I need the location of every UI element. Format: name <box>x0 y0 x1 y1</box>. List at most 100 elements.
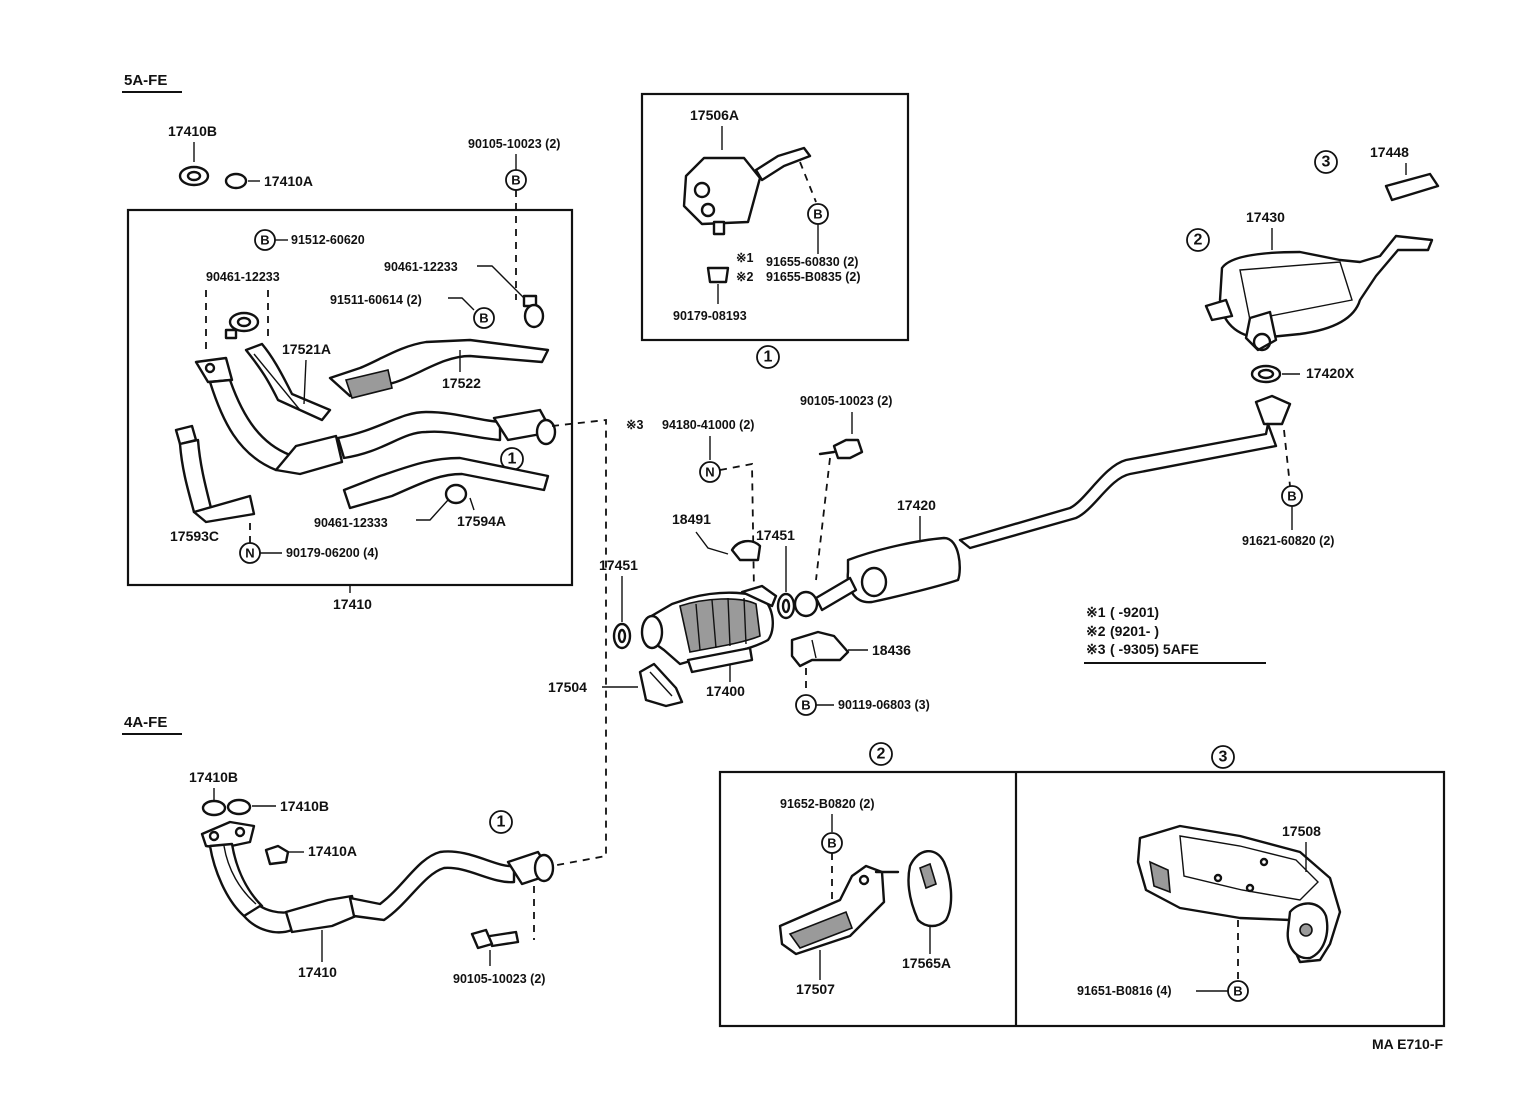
label-18436: 18436 <box>872 642 911 658</box>
lower-pipe-main <box>348 850 516 922</box>
callout-1 <box>489 810 513 834</box>
label-90105-top: 90105-10023 (2) <box>468 137 560 151</box>
label-17593c: 17593C <box>170 528 219 544</box>
note-2-text: (9201- ) <box>1110 623 1159 639</box>
heat-insulator-17521a <box>244 342 332 422</box>
label-17451-left: 17451 <box>599 557 638 573</box>
label-17451-right: 17451 <box>756 527 795 543</box>
svg-text:1: 1 <box>764 349 773 366</box>
label-17410b-top: 17410B <box>168 123 217 139</box>
label-17420x: 17420X <box>1306 365 1355 381</box>
label-91655-80835: 91655-B0835 (2) <box>766 270 861 284</box>
note-3-text: ( -9305) 5AFE <box>1110 641 1199 657</box>
svg-text:B: B <box>479 311 488 326</box>
note-1-text: ( -9201) <box>1110 604 1159 620</box>
section-label-4afe: 4A-FE <box>124 714 167 731</box>
connector-line <box>551 418 607 867</box>
clamp-91511 <box>523 303 545 329</box>
note-1-mark: ※1 <box>1086 604 1106 620</box>
svg-text:3: 3 <box>1322 154 1331 171</box>
gasket-17410b-lower-b <box>226 798 252 816</box>
tail-pipe-tip-17448 <box>1384 172 1440 202</box>
callout-3 <box>1314 150 1338 174</box>
main-muffler-17430 <box>1218 234 1434 340</box>
detail-box-1 <box>640 92 910 342</box>
note-2-mark: ※2 <box>1086 623 1106 639</box>
label-90179-06200: 90179-06200 (4) <box>286 546 378 560</box>
label-90461-12333: 90461-12333 <box>314 516 388 530</box>
note-3-mark: ※3 <box>1086 641 1106 657</box>
label-90105-lower: 90105-10023 (2) <box>453 972 545 986</box>
svg-text:B: B <box>511 173 520 188</box>
label-91512: 91512-60620 <box>291 233 365 247</box>
pipe-17593c <box>178 438 214 514</box>
lower-pipe-muffler <box>284 894 358 934</box>
label-17430: 17430 <box>1246 209 1285 225</box>
front-flange-17420 <box>793 590 819 618</box>
gasket-17420x <box>1250 364 1282 384</box>
callout-2 <box>869 742 893 766</box>
gasket-17410b-lower-a <box>201 799 227 817</box>
center-pipe-17420 <box>958 422 1278 550</box>
label-91655-60830: 91655-60830 (2) <box>766 255 858 269</box>
callout-2 <box>1186 228 1210 252</box>
bracket-18436 <box>790 630 850 668</box>
svg-text:B: B <box>1287 489 1296 504</box>
detail-box-2-3 <box>718 770 1446 1028</box>
label-91511: 91511-60614 (2) <box>330 293 422 307</box>
callout-1 <box>756 345 780 369</box>
label-17410-box: 17410 <box>333 596 372 612</box>
svg-text:B: B <box>1233 984 1242 999</box>
label-17410b-lower-b: 17410B <box>280 798 329 814</box>
marker-1: ※1 <box>736 251 753 265</box>
label-17594a: 17594A <box>457 513 506 529</box>
label-18491: 18491 <box>672 511 711 527</box>
gasket-17451-right <box>776 592 796 620</box>
label-17506a: 17506A <box>690 107 739 123</box>
hanger-17565a <box>907 850 953 928</box>
label-17507: 17507 <box>796 981 835 997</box>
heat-insulator-17594a <box>342 456 550 510</box>
label-91621: 91621-60820 (2) <box>1242 534 1334 548</box>
gasket-17410a-lower <box>264 844 290 866</box>
label-17410b-lower-a: 17410B <box>189 769 238 785</box>
label-17420: 17420 <box>897 497 936 513</box>
bolt-90105-mid <box>832 438 864 460</box>
label-17521a: 17521A <box>282 341 331 357</box>
svg-text:B: B <box>813 207 822 222</box>
svg-text:N: N <box>705 465 714 480</box>
svg-text:2: 2 <box>1194 232 1203 249</box>
marker-2: ※2 <box>736 270 753 284</box>
label-17508: 17508 <box>1282 823 1321 839</box>
label-90105-mid: 90105-10023 (2) <box>800 394 892 408</box>
label-90461-left: 90461-12233 <box>206 270 280 284</box>
label-17410a-top: 17410A <box>264 173 313 189</box>
front-pipe-main <box>336 410 502 460</box>
gasket-17410a <box>224 172 248 190</box>
label-17504: 17504 <box>548 679 587 695</box>
label-17522: 17522 <box>442 375 481 391</box>
bolt-90105-lower <box>470 928 494 950</box>
svg-text:3: 3 <box>1219 749 1228 766</box>
label-90119: 90119-06803 (3) <box>838 698 930 712</box>
nut-90179-08193 <box>706 266 730 284</box>
label-17410a-lower: 17410A <box>308 843 357 859</box>
label-17410-lower: 17410 <box>298 964 337 980</box>
gasket-ring-17410b <box>178 165 210 187</box>
label-90461-right: 90461-12233 <box>384 260 458 274</box>
svg-text:B: B <box>827 836 836 851</box>
label-94180: 94180-41000 (2) <box>662 418 754 432</box>
svg-text:1: 1 <box>497 814 506 831</box>
svg-text:2: 2 <box>877 746 886 763</box>
clamp-90461 <box>228 311 260 333</box>
footer-code: MA E710-F <box>1372 1036 1444 1052</box>
bracket-17508 <box>1136 824 1342 964</box>
label-17565a: 17565A <box>902 955 951 971</box>
label-91651: 91651-B0816 (4) <box>1077 984 1172 998</box>
label-90179-08193: 90179-08193 <box>673 309 747 323</box>
marker-3-left: ※3 <box>626 418 643 432</box>
svg-text:1: 1 <box>508 451 517 468</box>
label-17400: 17400 <box>706 683 745 699</box>
front-pipe-muffler <box>274 434 344 476</box>
